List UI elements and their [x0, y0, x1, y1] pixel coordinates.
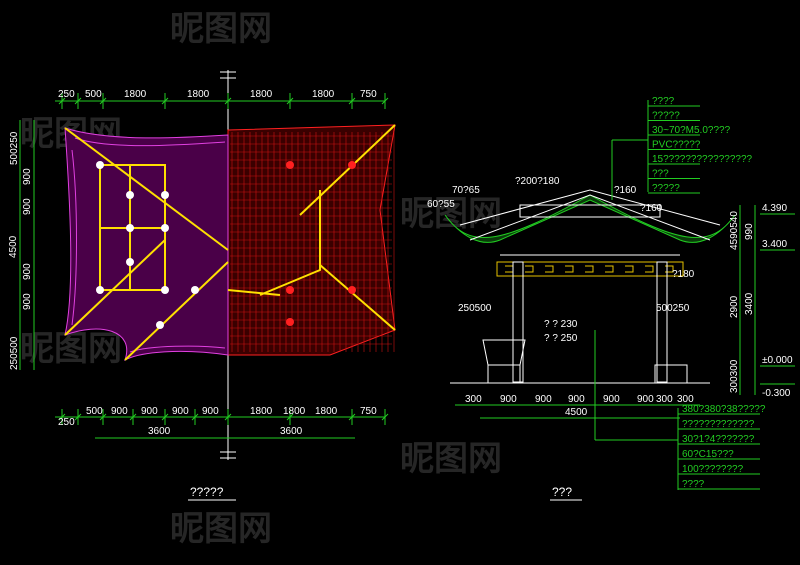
section-notes-bottom: 380?380?38?????????????????? 30?1?4??????…: [595, 404, 766, 490]
level-label: -0.300: [762, 388, 791, 399]
dim-label: 900: [172, 406, 189, 417]
material-note: PVC?????: [652, 140, 701, 151]
section-top-labels: 70?65 ?200?180 60?55 ?160 ?160 ?180: [427, 176, 695, 280]
dim-label: 900: [535, 394, 552, 405]
dim-label: 750: [360, 406, 377, 417]
dim-label: 3400: [744, 292, 755, 315]
dim-label: 900: [111, 406, 128, 417]
material-note: ?????: [652, 183, 680, 194]
dim-label: 300: [677, 394, 694, 405]
dim-label: 250: [58, 417, 75, 428]
dim-label: 4590540: [729, 211, 740, 250]
dim-label: 300300: [729, 359, 740, 393]
plan-caption: ?????: [190, 485, 224, 499]
dim-label: 750: [360, 89, 377, 100]
dim-label: 500: [86, 406, 103, 417]
material-note: 60?C15???: [682, 449, 734, 460]
dim-label: 900: [22, 168, 33, 185]
dim-label: 1800: [124, 89, 147, 100]
section-elevation: 4590540 990 2900 3400 300300 4.390 3.400…: [427, 96, 795, 501]
section-fretwork: [496, 261, 684, 277]
annotation: 250500: [458, 303, 492, 314]
section-levels: 4.390 3.400 ±0.000 -0.300: [760, 203, 795, 399]
annotation: 70?65: [452, 185, 480, 196]
dim-label: 900: [22, 263, 33, 280]
dim-total: 3600: [280, 426, 303, 437]
dim-label: 900: [22, 198, 33, 215]
dim-label: 900: [568, 394, 585, 405]
dim-label: 4500: [8, 235, 19, 258]
watermark: 昵图网: [20, 330, 122, 368]
plan-bottom-dimensions: 500 900 900 900 900 1800 1800 1800 750 2…: [55, 406, 389, 439]
plan-top-dimensions: 250 500 1800 1800 1800 1800 750: [55, 89, 389, 109]
material-note: 15????????????????: [652, 154, 753, 165]
material-note: 30?1?4???????: [682, 434, 755, 445]
level-label: 3.400: [762, 239, 787, 250]
section-notes-top: ????????? 30~70?M5.0???? PVC????? 15???????…: [612, 96, 753, 194]
dim-label: 300: [656, 394, 673, 405]
watermark: 昵图网: [170, 510, 272, 548]
watermark: 昵图网: [400, 195, 502, 233]
material-note: ????: [682, 479, 705, 490]
watermark-layer: 昵图网 昵图网 昵图网 昵图网 昵图网 昵图网: [20, 10, 502, 548]
dim-label: 500250: [9, 131, 20, 165]
material-note: ???: [652, 169, 669, 180]
dim-label: 250: [58, 89, 75, 100]
annotation: ?160: [614, 185, 637, 196]
dim-label: 1800: [283, 406, 306, 417]
dim-label: 900: [141, 406, 158, 417]
plan-left-dimensions: 500250 900 900 4500 900 900 250500: [8, 120, 35, 370]
roof-plan: 250 500 1800 1800 1800 1800 750 500 900 …: [8, 70, 396, 501]
annotation: ? ? 230: [544, 319, 578, 330]
dim-label: 2900: [729, 295, 740, 318]
dim-label: 1800: [250, 89, 273, 100]
annotation: 500250: [656, 303, 690, 314]
material-note: 100????????: [682, 464, 744, 475]
annotation: ?200?180: [515, 176, 560, 187]
material-note: ????: [652, 96, 675, 107]
dim-label: 1800: [315, 406, 338, 417]
material-note: ?????: [652, 111, 680, 122]
dim-label: 900: [637, 394, 654, 405]
section-right-dimensions: 4590540 990 2900 3400 300300: [729, 205, 756, 395]
material-note: ?????????????: [682, 419, 755, 430]
material-note: 30~70?M5.0????: [652, 125, 731, 136]
section-bottom-dimensions: 300 900 900 900 900 900 300 300 4500: [455, 394, 700, 419]
dim-label: 900: [202, 406, 219, 417]
annotation: ? ? 250: [544, 333, 578, 344]
annotation: 60?55: [427, 199, 455, 210]
dim-label: 990: [744, 223, 755, 240]
dim-label: 1800: [312, 89, 335, 100]
annotation: ?180: [672, 269, 695, 280]
dim-label: 300: [465, 394, 482, 405]
section-columns: [482, 261, 688, 384]
material-note: 380?380?38?????: [682, 404, 766, 415]
level-label: 4.390: [762, 203, 787, 214]
dim-label: 900: [22, 293, 33, 310]
dim-label: 1800: [250, 406, 273, 417]
annotation: ?160: [640, 203, 663, 214]
roof-eave-outline: [64, 127, 229, 362]
level-label: ±0.000: [762, 355, 793, 366]
dim-label: 900: [603, 394, 620, 405]
watermark: 昵图网: [170, 10, 272, 48]
section-caption: ???: [552, 485, 572, 499]
dim-total: 3600: [148, 426, 171, 437]
watermark: 昵图网: [400, 440, 502, 478]
roof-tile-hatching: [227, 124, 396, 356]
dim-label: 500: [85, 89, 102, 100]
dim-label: 250500: [9, 336, 20, 370]
dim-total: 4500: [565, 407, 588, 418]
section-mid-labels: 250500 500250 ? ? 230 ? ? 250: [458, 303, 690, 344]
dim-label: 1800: [187, 89, 210, 100]
column-markers: [96, 161, 356, 329]
dim-label: 900: [500, 394, 517, 405]
